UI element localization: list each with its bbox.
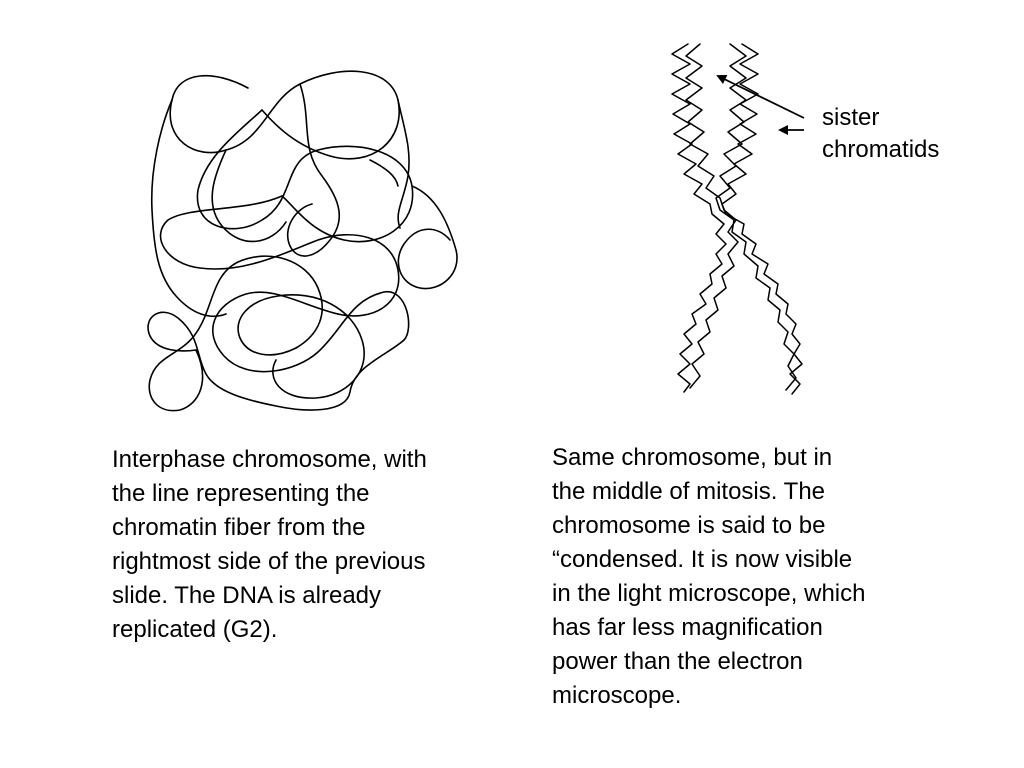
caption-line: power than the electron [552,648,803,675]
mitosis-caption: Same chromosome, but in the middle of mi… [552,441,865,713]
label-line: chromatids [822,136,940,163]
caption-line: replicated (G2). [112,616,278,643]
caption-line: in the light microscope, which [552,580,866,607]
chromatid-left-inner [685,43,739,389]
sister-chromatid-arrows [716,75,805,135]
sister-chromatids-label: sister chromatids [822,102,939,166]
caption-line: Same chromosome, but in [552,444,833,471]
caption-line: the middle of mitosis. The [552,478,826,505]
interphase-caption: Interphase chromosome, with the line rep… [112,443,427,647]
chromatid-left [671,43,727,393]
caption-line: chromosome is said to be [552,512,826,539]
caption-line: has far less magnification [552,614,823,641]
caption-line: rightmost side of the previous [112,548,426,575]
caption-line: “condensed. It is now visible [552,546,853,573]
caption-line: microscope. [552,682,682,709]
mitotic-chromosome [671,43,803,395]
chromatid-right-inner [715,43,797,391]
caption-line: chromatin fiber from the [112,514,366,541]
label-line: sister [822,104,880,131]
caption-line: slide. The DNA is already [112,582,382,609]
interphase-chromatin-tangle [147,70,458,412]
caption-line: Interphase chromosome, with [112,446,427,473]
caption-line: the line representing the [112,480,370,507]
arrow-to-left-chromatid [716,75,805,119]
